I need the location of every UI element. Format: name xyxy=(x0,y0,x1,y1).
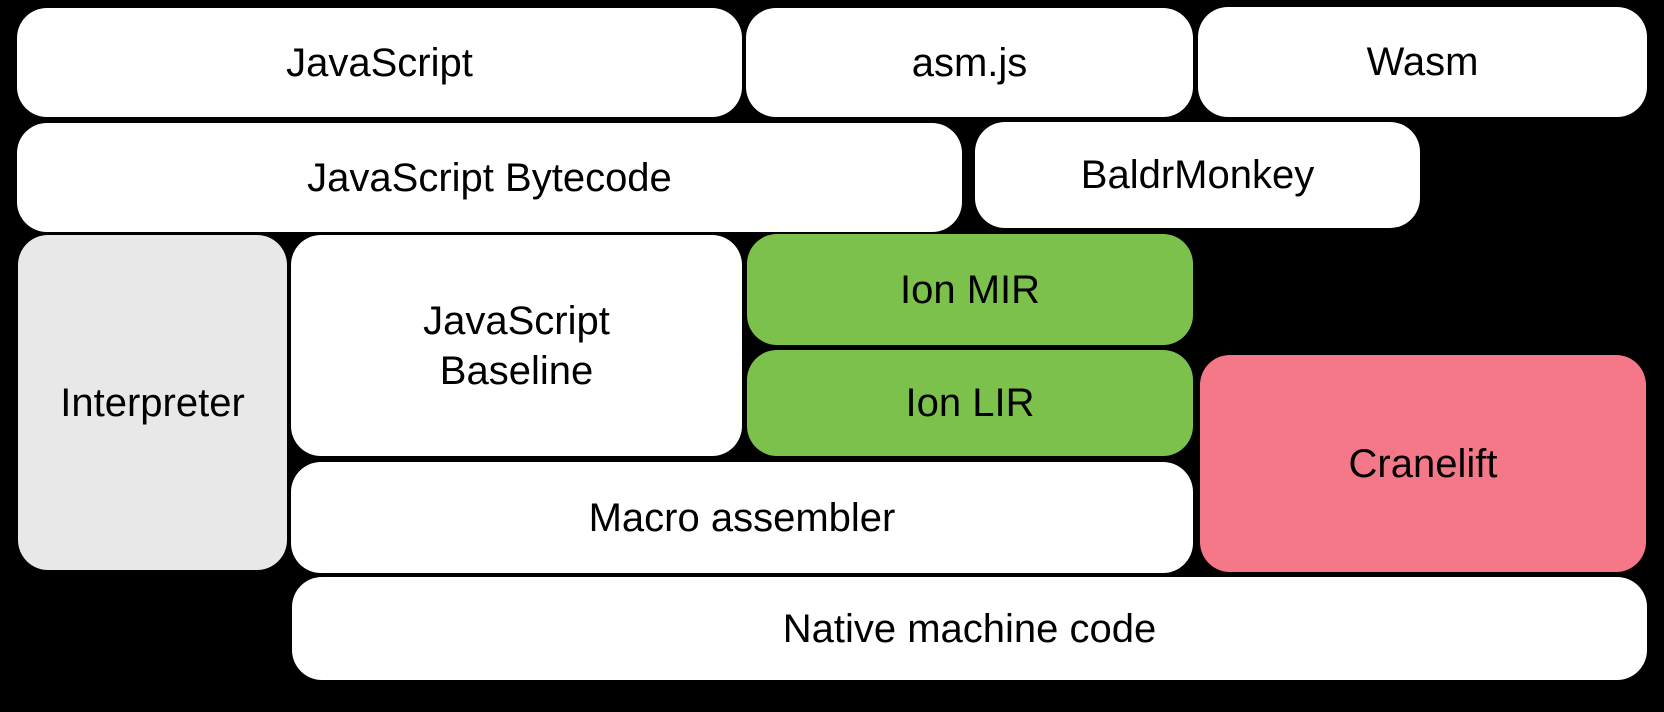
box-ion-lir: Ion LIR xyxy=(747,350,1193,456)
box-macro-assembler: Macro assembler xyxy=(291,462,1193,573)
box-ion-lir-label: Ion LIR xyxy=(905,381,1035,425)
box-javascript-baseline-line2: Baseline xyxy=(439,348,594,393)
box-javascript-baseline-label: JavaScript Baseline xyxy=(423,296,610,396)
box-macro-assembler-label: Macro assembler xyxy=(588,495,896,540)
box-ion-mir-label: Ion MIR xyxy=(899,267,1041,312)
box-wasm: Wasm xyxy=(1198,7,1647,117)
box-asmjs: asm.js xyxy=(746,8,1193,117)
box-interpreter-label: Interpreter xyxy=(60,380,245,425)
box-javascript-baseline: JavaScript Baseline xyxy=(291,235,742,456)
box-asmjs-label: asm.js xyxy=(911,40,1028,85)
box-javascript-bytecode: JavaScript Bytecode xyxy=(17,123,962,232)
box-cranelift-label: Cranelift xyxy=(1348,441,1498,486)
box-baldrmonkey-label: BaldrMonkey xyxy=(1080,153,1315,197)
box-wasm-label: Wasm xyxy=(1366,40,1479,84)
box-javascript-bytecode-label: JavaScript Bytecode xyxy=(307,155,672,200)
box-interpreter: Interpreter xyxy=(18,235,287,570)
box-baldrmonkey: BaldrMonkey xyxy=(975,122,1420,228)
box-javascript-baseline-line1: JavaScript xyxy=(423,298,610,343)
box-cranelift: Cranelift xyxy=(1200,355,1646,572)
box-ion-mir: Ion MIR xyxy=(747,234,1193,345)
box-javascript: JavaScript xyxy=(17,8,742,117)
box-native-machine-code-label: Native machine code xyxy=(782,606,1157,651)
box-native-machine-code: Native machine code xyxy=(292,577,1647,680)
box-javascript-label: JavaScript xyxy=(286,40,473,85)
